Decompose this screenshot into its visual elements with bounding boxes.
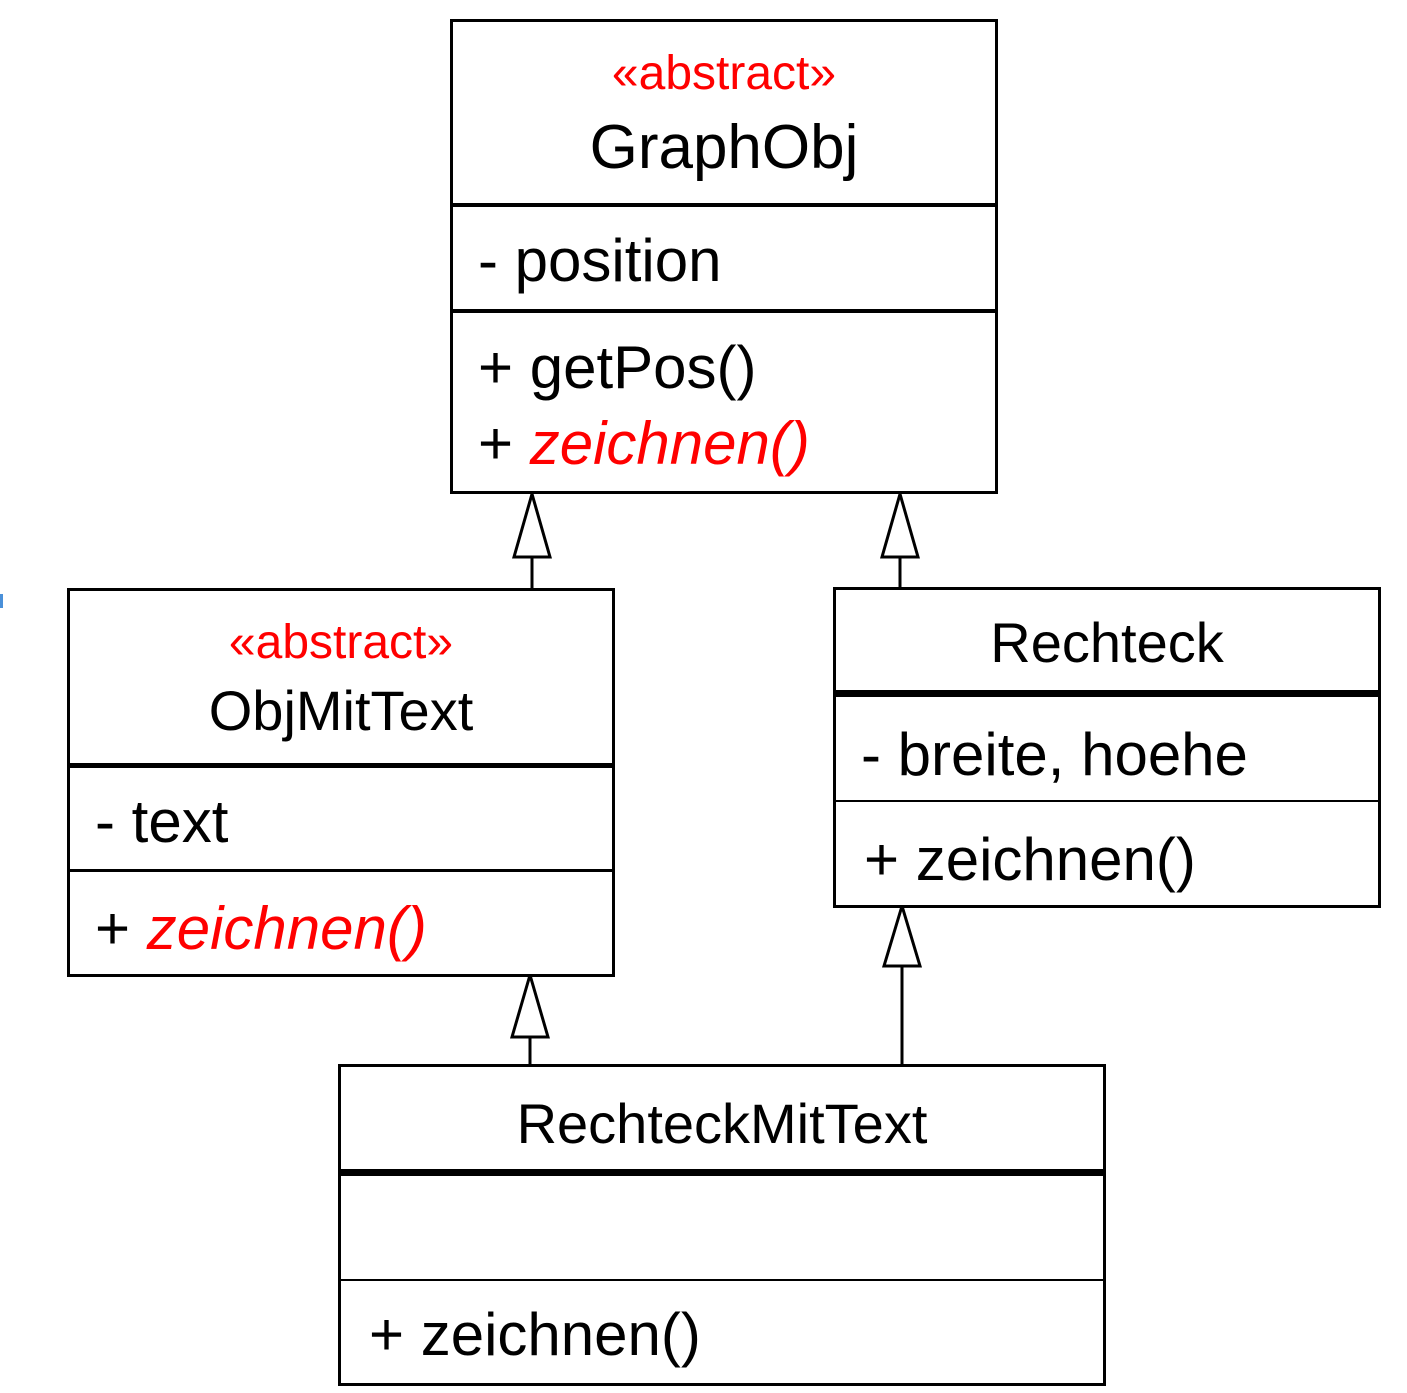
abstract-operation: + zeichnen() — [95, 899, 427, 959]
attribute: - position — [478, 227, 722, 294]
compartment-divider — [453, 203, 995, 207]
compartment-divider — [70, 763, 612, 768]
class-name: GraphObj — [589, 113, 859, 182]
operation: + getPos() — [478, 338, 756, 398]
class-rechteckmittext[interactable]: RechteckMitText + zeichnen() — [338, 1064, 1106, 1386]
inheritance-arrowhead — [881, 900, 923, 968]
compartment-divider — [70, 869, 612, 872]
operation: + zeichnen() — [369, 1301, 701, 1368]
attribute: - text — [95, 788, 229, 855]
operation-name: getPos() — [529, 334, 757, 401]
stereotype-label: «abstract» — [228, 616, 454, 669]
class-graphobj[interactable]: «abstract» GraphObj - position + getPos(… — [450, 19, 998, 494]
compartment-divider — [341, 1279, 1103, 1281]
stereotype-label: «abstract» — [611, 47, 837, 100]
class-objmittext[interactable]: «abstract» ObjMitText - text + zeichnen(… — [67, 588, 615, 977]
class-name: Rechteck — [990, 611, 1224, 674]
inheritance-arrowhead — [510, 969, 550, 1039]
visibility: + — [478, 410, 514, 477]
inheritance-arrowhead — [880, 488, 920, 559]
compartment-divider — [453, 309, 995, 313]
class-rechteck[interactable]: Rechteck - breite, hoehe + zeichnen() — [833, 587, 1381, 908]
compartment-divider — [836, 690, 1378, 697]
attribute: - breite, hoehe — [861, 721, 1248, 788]
attributes-compartment-empty — [341, 1176, 1103, 1280]
operation: + zeichnen() — [864, 826, 1196, 893]
visibility: + — [478, 334, 514, 401]
visibility: + — [95, 895, 131, 962]
compartment-divider — [836, 800, 1378, 802]
class-name: ObjMitText — [208, 679, 474, 742]
operation-name: zeichnen() — [146, 895, 427, 962]
class-name: RechteckMitText — [516, 1092, 928, 1155]
abstract-operation: + zeichnen() — [478, 414, 810, 474]
edge-mark — [0, 594, 3, 608]
operation-name: zeichnen() — [529, 410, 810, 477]
compartment-divider — [341, 1169, 1103, 1176]
inheritance-arrowhead — [512, 488, 552, 559]
